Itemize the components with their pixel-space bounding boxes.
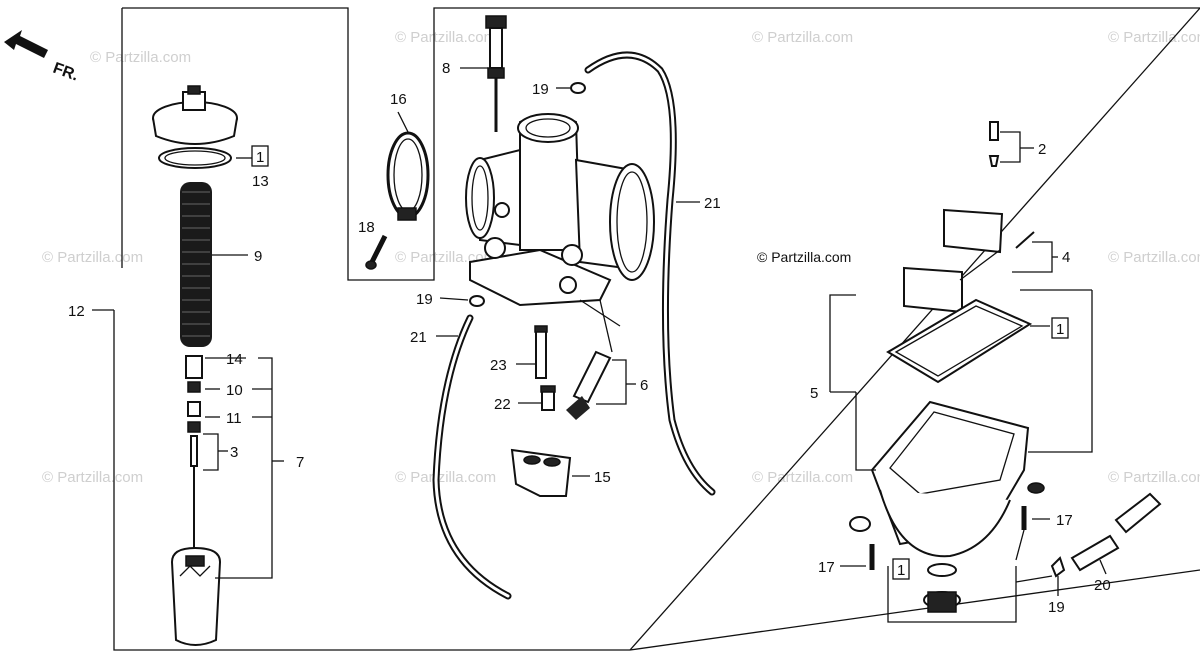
boxed-callout-1: 1 xyxy=(892,558,910,580)
watermark: © Partzilla.com xyxy=(1108,29,1200,46)
leader-16 xyxy=(397,111,409,133)
watermark: © Partzilla.com xyxy=(752,469,853,486)
frame-outline xyxy=(113,7,1200,651)
float xyxy=(903,208,1004,314)
boxed-callout-label: 1 xyxy=(1056,321,1064,338)
left-leader-lines xyxy=(92,157,284,579)
callout-3: 3 xyxy=(230,444,238,461)
hose-clamp xyxy=(386,131,430,221)
callout-19: 19 xyxy=(1048,599,1065,616)
callout-22: 22 xyxy=(494,396,511,413)
callout-16: 16 xyxy=(390,91,407,108)
throttle-valve-spring xyxy=(180,182,212,347)
callout-labels: 2 3 4 5 6 7 8 9 10 11 12 13 14 15 16 17 … xyxy=(68,60,1111,616)
watermark: © Partzilla.com xyxy=(42,469,143,486)
drain-plug xyxy=(923,563,961,613)
float-bowl-gasket xyxy=(886,298,1033,384)
float-bowl-screws xyxy=(849,482,1045,570)
watermark: © Partzilla.com xyxy=(395,469,496,486)
throttle-cap xyxy=(152,85,238,145)
float-pin xyxy=(1015,231,1035,249)
choke-lever xyxy=(510,448,572,497)
callout-23: 23 xyxy=(490,357,507,374)
float-bowl xyxy=(870,400,1030,558)
callout-14: 14 xyxy=(226,351,243,368)
front-arrow: FR. xyxy=(4,30,81,85)
callout-19: 19 xyxy=(532,81,549,98)
right-leader-lines xyxy=(829,131,1107,623)
main-jet xyxy=(540,385,556,411)
callout-18: 18 xyxy=(358,219,375,236)
callout-15: 15 xyxy=(594,469,611,486)
watermark: © Partzilla.com xyxy=(1108,249,1200,266)
front-arrow-icon xyxy=(4,30,48,58)
boxed-callout-1: 1 xyxy=(1051,317,1069,339)
front-arrow-label: FR. xyxy=(51,60,81,85)
callout-7: 7 xyxy=(296,454,304,471)
watermark: © Partzilla.com xyxy=(752,29,853,46)
callout-21: 21 xyxy=(704,195,721,212)
callout-10: 10 xyxy=(226,382,243,399)
middle-leader-lines xyxy=(436,67,700,477)
watermark-main: © Partzilla.com xyxy=(757,249,851,265)
watermark: © Partzilla.com xyxy=(1108,469,1200,486)
callout-11: 11 xyxy=(226,410,242,427)
callout-19: 19 xyxy=(416,291,433,308)
clamp-bolt xyxy=(365,234,388,270)
needle-assembly xyxy=(185,355,203,550)
callout-2: 2 xyxy=(1038,141,1046,158)
callout-13: 13 xyxy=(252,173,269,190)
boxed-callout-label: 1 xyxy=(256,149,264,166)
callout-5: 5 xyxy=(810,385,818,402)
callout-21: 21 xyxy=(410,329,427,346)
watermark-layer: © Partzilla.com © Partzilla.com © Partzi… xyxy=(42,29,1200,486)
callout-20: 20 xyxy=(1094,577,1111,594)
callout-17: 17 xyxy=(818,559,835,576)
overflow-tube xyxy=(1050,492,1162,578)
callout-6: 6 xyxy=(640,377,648,394)
air-screw xyxy=(485,15,507,132)
carburetor-body xyxy=(465,113,655,307)
watermark: © Partzilla.com xyxy=(395,29,496,46)
callout-12: 12 xyxy=(68,303,85,320)
vent-hose-right xyxy=(584,51,716,496)
callout-4: 4 xyxy=(1062,249,1070,266)
watermark: © Partzilla.com xyxy=(90,49,191,66)
callout-17: 17 xyxy=(1056,512,1073,529)
callout-9: 9 xyxy=(254,248,262,265)
cap-gasket xyxy=(158,147,232,169)
float-valve xyxy=(988,121,1000,167)
pilot-jet xyxy=(534,325,548,379)
vent-hose-left xyxy=(432,314,512,600)
needle-jet xyxy=(566,350,612,420)
boxed-callout-label: 1 xyxy=(897,562,905,579)
throttle-valve xyxy=(170,546,222,646)
boxed-callout-1: 1 xyxy=(251,145,269,167)
hose-clip xyxy=(469,82,586,307)
callout-8: 8 xyxy=(442,60,450,77)
watermark: © Partzilla.com xyxy=(42,249,143,266)
